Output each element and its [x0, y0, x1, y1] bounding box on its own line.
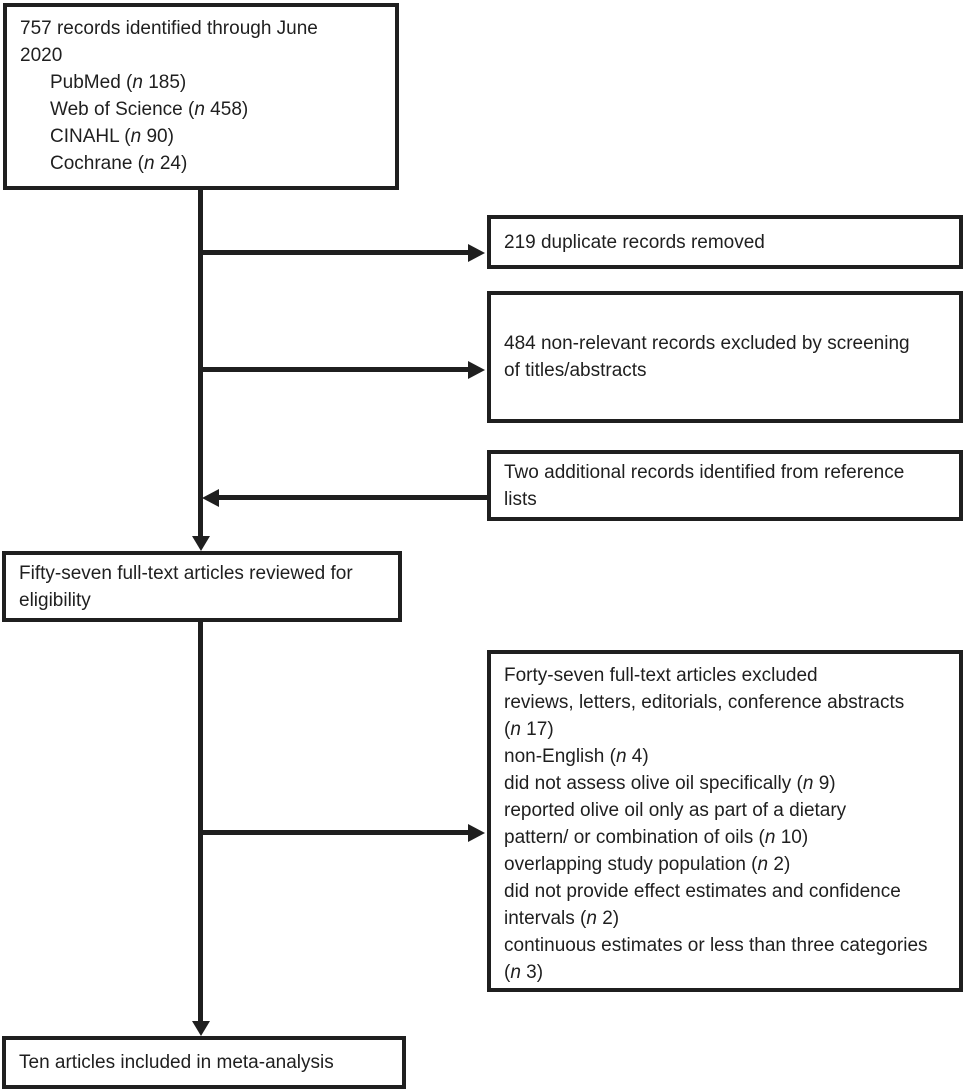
text-line: 484 non-relevant records excluded by scr… — [504, 333, 910, 354]
text-line: of titles/abstracts — [504, 360, 647, 381]
text-line: eligibility — [19, 589, 91, 611]
box-duplicates-removed: 219 duplicate records removed — [487, 215, 963, 269]
arrowhead-right-into-excluded — [468, 824, 485, 842]
text-line: CINAHL (n 90) — [50, 126, 174, 147]
flow-line-to-excluded — [201, 830, 468, 835]
box-fulltext-reviewed: Fifty-seven full-text articles reviewed … — [2, 551, 402, 622]
text-line: continuous estimates or less than three … — [504, 935, 928, 956]
text-line: intervals (n 2) — [504, 908, 620, 929]
arrowhead-left-into-trunk — [202, 489, 219, 507]
text-line: reviews, letters, editorials, conference… — [504, 692, 905, 713]
text-line: reported olive oil only as part of a die… — [504, 800, 847, 821]
arrowhead-right-into-duplicates — [468, 244, 485, 262]
text-line: pattern/ or combination of oils (n 10) — [504, 827, 809, 848]
arrowhead-down-into-included — [192, 1021, 210, 1036]
text-line: Two additional records identified from r… — [504, 461, 905, 483]
flow-line-from-reference — [217, 495, 487, 500]
text-line: (n 3) — [504, 962, 544, 983]
box-reference-records: Two additional records identified from r… — [487, 450, 963, 521]
text-line: lists — [504, 488, 537, 510]
text-line: did not assess olive oil specifically (n… — [504, 773, 836, 794]
box-fulltext-excluded: Forty-seven full-text articles excluded r… — [487, 650, 963, 992]
text-line: 757 records identified through June — [20, 18, 318, 39]
text-line: did not provide effect estimates and con… — [504, 881, 901, 902]
text-line: overlapping study population (n 2) — [504, 854, 791, 875]
text-line: Forty-seven full-text articles excluded — [504, 665, 818, 686]
flow-line-to-duplicates — [201, 250, 468, 255]
text-line: (n 17) — [504, 719, 554, 740]
text-line: 2020 — [20, 45, 63, 66]
text-line: Web of Science (n 458) — [50, 99, 249, 120]
arrowhead-right-into-nonrelevant — [468, 361, 485, 379]
box-nonrelevant-excluded: 484 non-relevant records excluded by scr… — [487, 291, 963, 423]
text-line: Cochrane (n 24) — [50, 153, 188, 174]
text-line: Fifty-seven full-text articles reviewed … — [19, 562, 353, 584]
text-line: PubMed (n 185) — [50, 72, 187, 93]
flow-line-to-nonrelevant — [201, 367, 468, 372]
flow-line-reviewed-to-included — [198, 622, 203, 1022]
arrowhead-down-into-reviewed — [192, 536, 210, 551]
text-line: non-English (n 4) — [504, 746, 649, 767]
text-line: 219 duplicate records removed — [504, 231, 765, 253]
text-line: Ten articles included in meta-analysis — [19, 1052, 334, 1073]
flow-line-identified-to-reviewed — [198, 190, 203, 538]
box-included-meta-analysis: Ten articles included in meta-analysis — [2, 1036, 406, 1089]
